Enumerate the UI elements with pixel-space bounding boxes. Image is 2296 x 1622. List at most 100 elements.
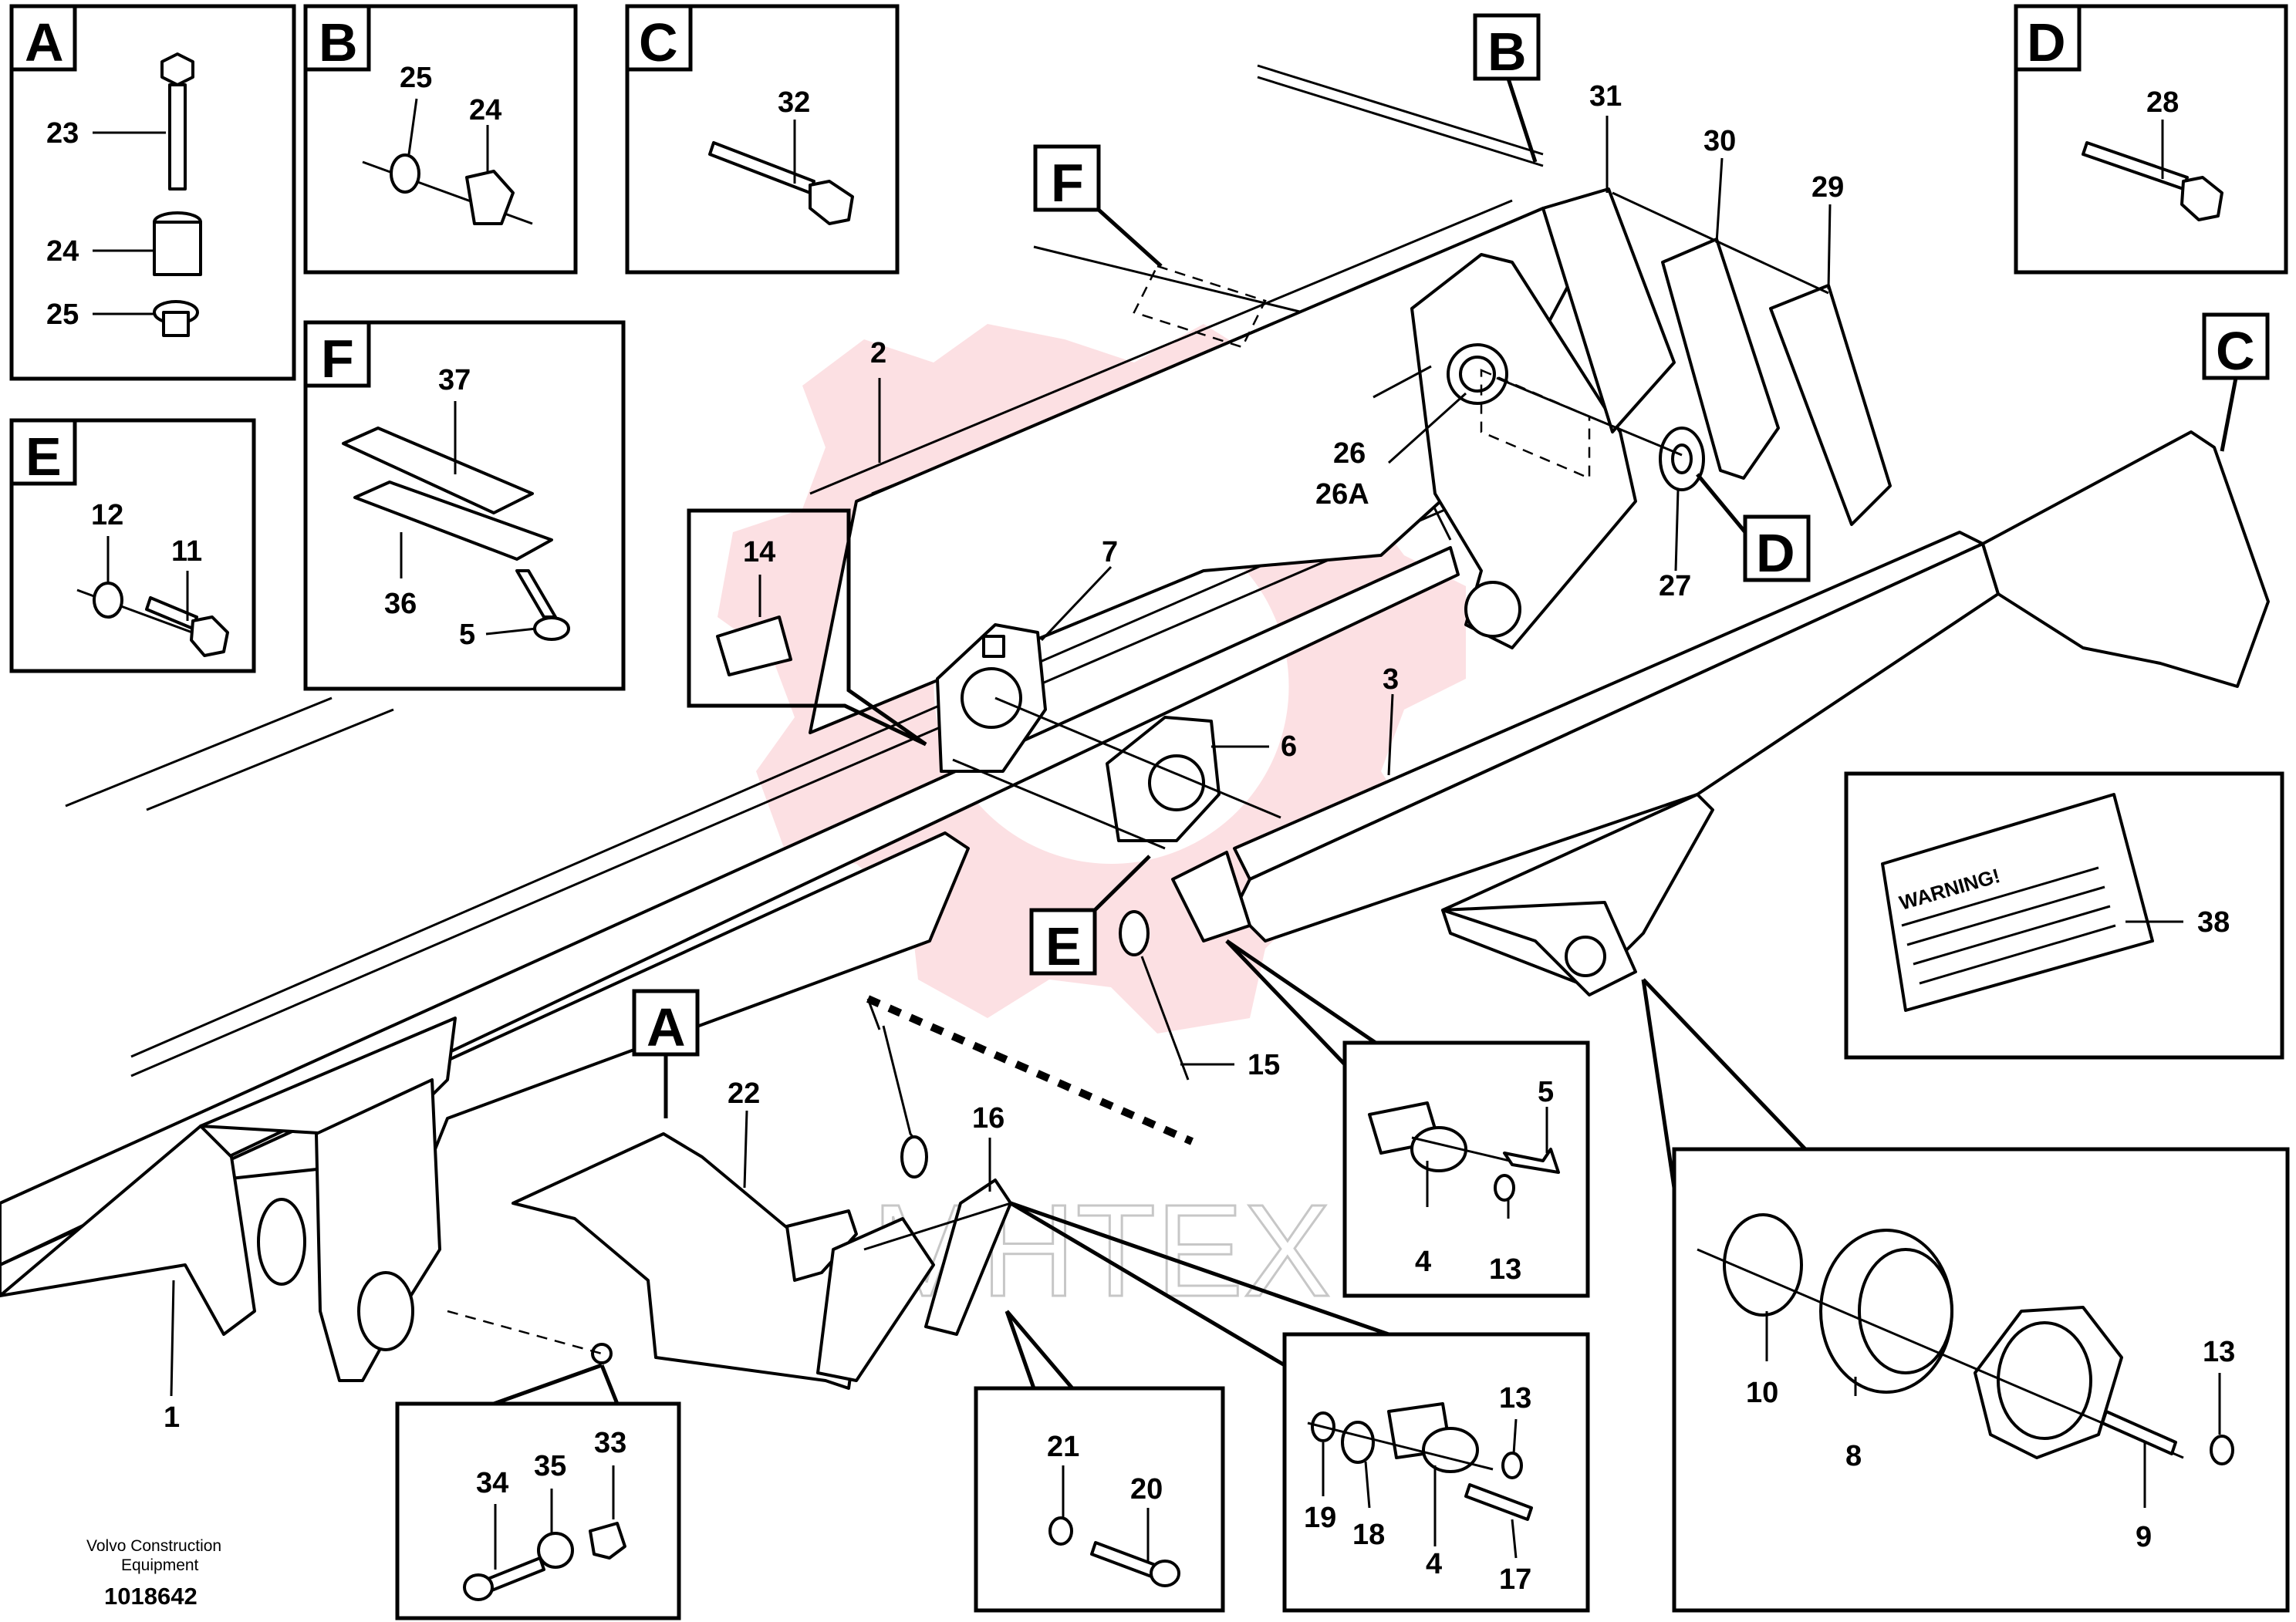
label-7: 7 bbox=[1102, 536, 1118, 568]
hub-bore bbox=[1997, 1321, 2092, 1440]
pin-4-flange bbox=[1410, 1126, 1467, 1172]
bracket-dashed-line bbox=[447, 1310, 603, 1355]
bolt-17 bbox=[1464, 1483, 1533, 1521]
hidden-outline-1 bbox=[1133, 265, 1267, 349]
bolt-32-shank bbox=[708, 141, 815, 194]
label-24: 24 bbox=[46, 235, 79, 268]
leader-13c bbox=[1512, 1418, 1518, 1455]
callout-right-pointer-2 bbox=[1641, 979, 1676, 1189]
plate-22b bbox=[816, 1217, 935, 1382]
tag-b-main-letter: B bbox=[1487, 22, 1527, 82]
frame-top-line bbox=[1033, 245, 1351, 325]
tag-a-main-letter: A bbox=[647, 997, 686, 1057]
callout-right-pointer bbox=[1642, 978, 1807, 1151]
bolt-9 bbox=[2101, 1410, 2177, 1455]
frame-left-edge-2 bbox=[146, 708, 394, 811]
label-22: 22 bbox=[728, 1077, 760, 1110]
label-3: 3 bbox=[1383, 663, 1399, 696]
pin-4b-flange bbox=[1422, 1427, 1479, 1473]
label-10: 10 bbox=[1746, 1377, 1778, 1409]
label-9: 9 bbox=[2136, 1521, 2152, 1553]
bolt-23-head-icon bbox=[160, 52, 194, 86]
nut-25b-icon bbox=[390, 153, 420, 194]
plate-31 bbox=[1541, 187, 1676, 433]
inset-c-letter: C bbox=[639, 12, 678, 73]
spacer-24 bbox=[153, 221, 202, 276]
label-33: 33 bbox=[594, 1427, 626, 1459]
warning-line-2 bbox=[1906, 885, 2105, 946]
frame-left-edge bbox=[65, 696, 333, 808]
disc-10 bbox=[1723, 1213, 1803, 1317]
leader-3 bbox=[1387, 693, 1394, 776]
tag-b-main bbox=[1473, 13, 1541, 81]
tag-e-main bbox=[1029, 908, 1097, 976]
bolt-5-head-icon bbox=[533, 616, 570, 641]
label-6: 6 bbox=[1281, 730, 1297, 763]
callout-33-34-35-pointer bbox=[493, 1363, 603, 1406]
bolt-11-head-icon bbox=[190, 615, 229, 657]
callout-20-21: 21 20 bbox=[974, 1310, 1225, 1613]
cable-eye bbox=[1119, 910, 1150, 956]
callout-bottom-frame bbox=[1282, 1332, 1590, 1613]
label-19: 19 bbox=[1304, 1502, 1336, 1534]
tag-d-main bbox=[1743, 514, 1811, 582]
label-36: 36 bbox=[384, 588, 417, 620]
label-21: 21 bbox=[1047, 1431, 1079, 1463]
callout-20-21-pointer-2 bbox=[1004, 1310, 1036, 1389]
leader-5f bbox=[485, 627, 537, 636]
label-5: 5 bbox=[1538, 1076, 1554, 1108]
nipple-13-icon bbox=[1494, 1174, 1515, 1202]
tag-e-main-letter: E bbox=[1045, 916, 1082, 976]
warning-callout: WARNING! 38 bbox=[1844, 771, 2284, 1060]
callout-4-5-13: 5 4 13 bbox=[1225, 939, 1590, 1298]
bolt-5 bbox=[1503, 1148, 1560, 1174]
leader-18 bbox=[1364, 1461, 1371, 1509]
callout-4-13-17-18-19: 19 18 4 13 17 bbox=[1009, 1201, 1590, 1613]
bolt-28-shank bbox=[2082, 141, 2189, 191]
callout-4-5-13-frame bbox=[1342, 1040, 1590, 1298]
plate-36 bbox=[353, 481, 553, 561]
bracket-lower-bore bbox=[1464, 581, 1521, 638]
cable-16 bbox=[882, 1025, 923, 1150]
inset-b: B 25 24 bbox=[303, 4, 578, 275]
callout-4-5-13-pointer-2 bbox=[1225, 939, 1346, 1066]
callout-right-frame bbox=[1672, 1147, 2290, 1613]
label-37: 37 bbox=[438, 364, 471, 396]
label-29: 29 bbox=[1811, 171, 1844, 204]
lower-left-arm bbox=[0, 1125, 256, 1336]
callout-33-34-35: 34 35 33 bbox=[395, 1363, 681, 1620]
washer-12-icon bbox=[93, 582, 123, 619]
tag-f-main bbox=[1033, 144, 1101, 212]
label-26a: 26A bbox=[1315, 478, 1369, 511]
main-beam-inner-2 bbox=[130, 508, 1447, 1077]
decal-14 bbox=[716, 615, 792, 676]
tag-c-pointer bbox=[2220, 377, 2238, 452]
arm-end-plate bbox=[1981, 430, 2270, 688]
tag-f-main-letter: F bbox=[1051, 153, 1084, 213]
inset-a: A 23 24 25 bbox=[9, 4, 296, 381]
label-31: 31 bbox=[1589, 80, 1622, 113]
label-8: 8 bbox=[1845, 1440, 1862, 1472]
inset-a-letter: A bbox=[25, 12, 64, 73]
callout-bottom-pointer-2 bbox=[1009, 1201, 1286, 1367]
lower-left-bore-2 bbox=[257, 1198, 306, 1286]
callout-33-34-35-frame bbox=[395, 1401, 681, 1620]
leader-7 bbox=[1040, 565, 1113, 642]
callout-20-21-pointer bbox=[1005, 1310, 1074, 1390]
label-13b: 13 bbox=[2203, 1336, 2235, 1368]
callout-4-5-13-pointer bbox=[1225, 939, 1377, 1045]
label-26: 26 bbox=[1333, 437, 1366, 470]
tag-f-pointer bbox=[1097, 208, 1163, 268]
warning-decal bbox=[1881, 793, 2154, 1012]
warning-line-1 bbox=[1901, 866, 2099, 927]
label-28: 28 bbox=[2146, 86, 2179, 119]
main-part-labels: 2 7 6 3 15 26 26A 27 31 30 29 22 16 1 bbox=[164, 80, 1844, 1434]
bolt-23-shank bbox=[168, 83, 187, 191]
label-13: 13 bbox=[1489, 1253, 1521, 1286]
label-35: 35 bbox=[534, 1450, 566, 1482]
warning-line-3 bbox=[1913, 905, 2111, 966]
tag-d-pointer bbox=[1696, 473, 1747, 534]
label-25: 25 bbox=[46, 298, 79, 331]
bushing-8-inner bbox=[1858, 1248, 1953, 1374]
